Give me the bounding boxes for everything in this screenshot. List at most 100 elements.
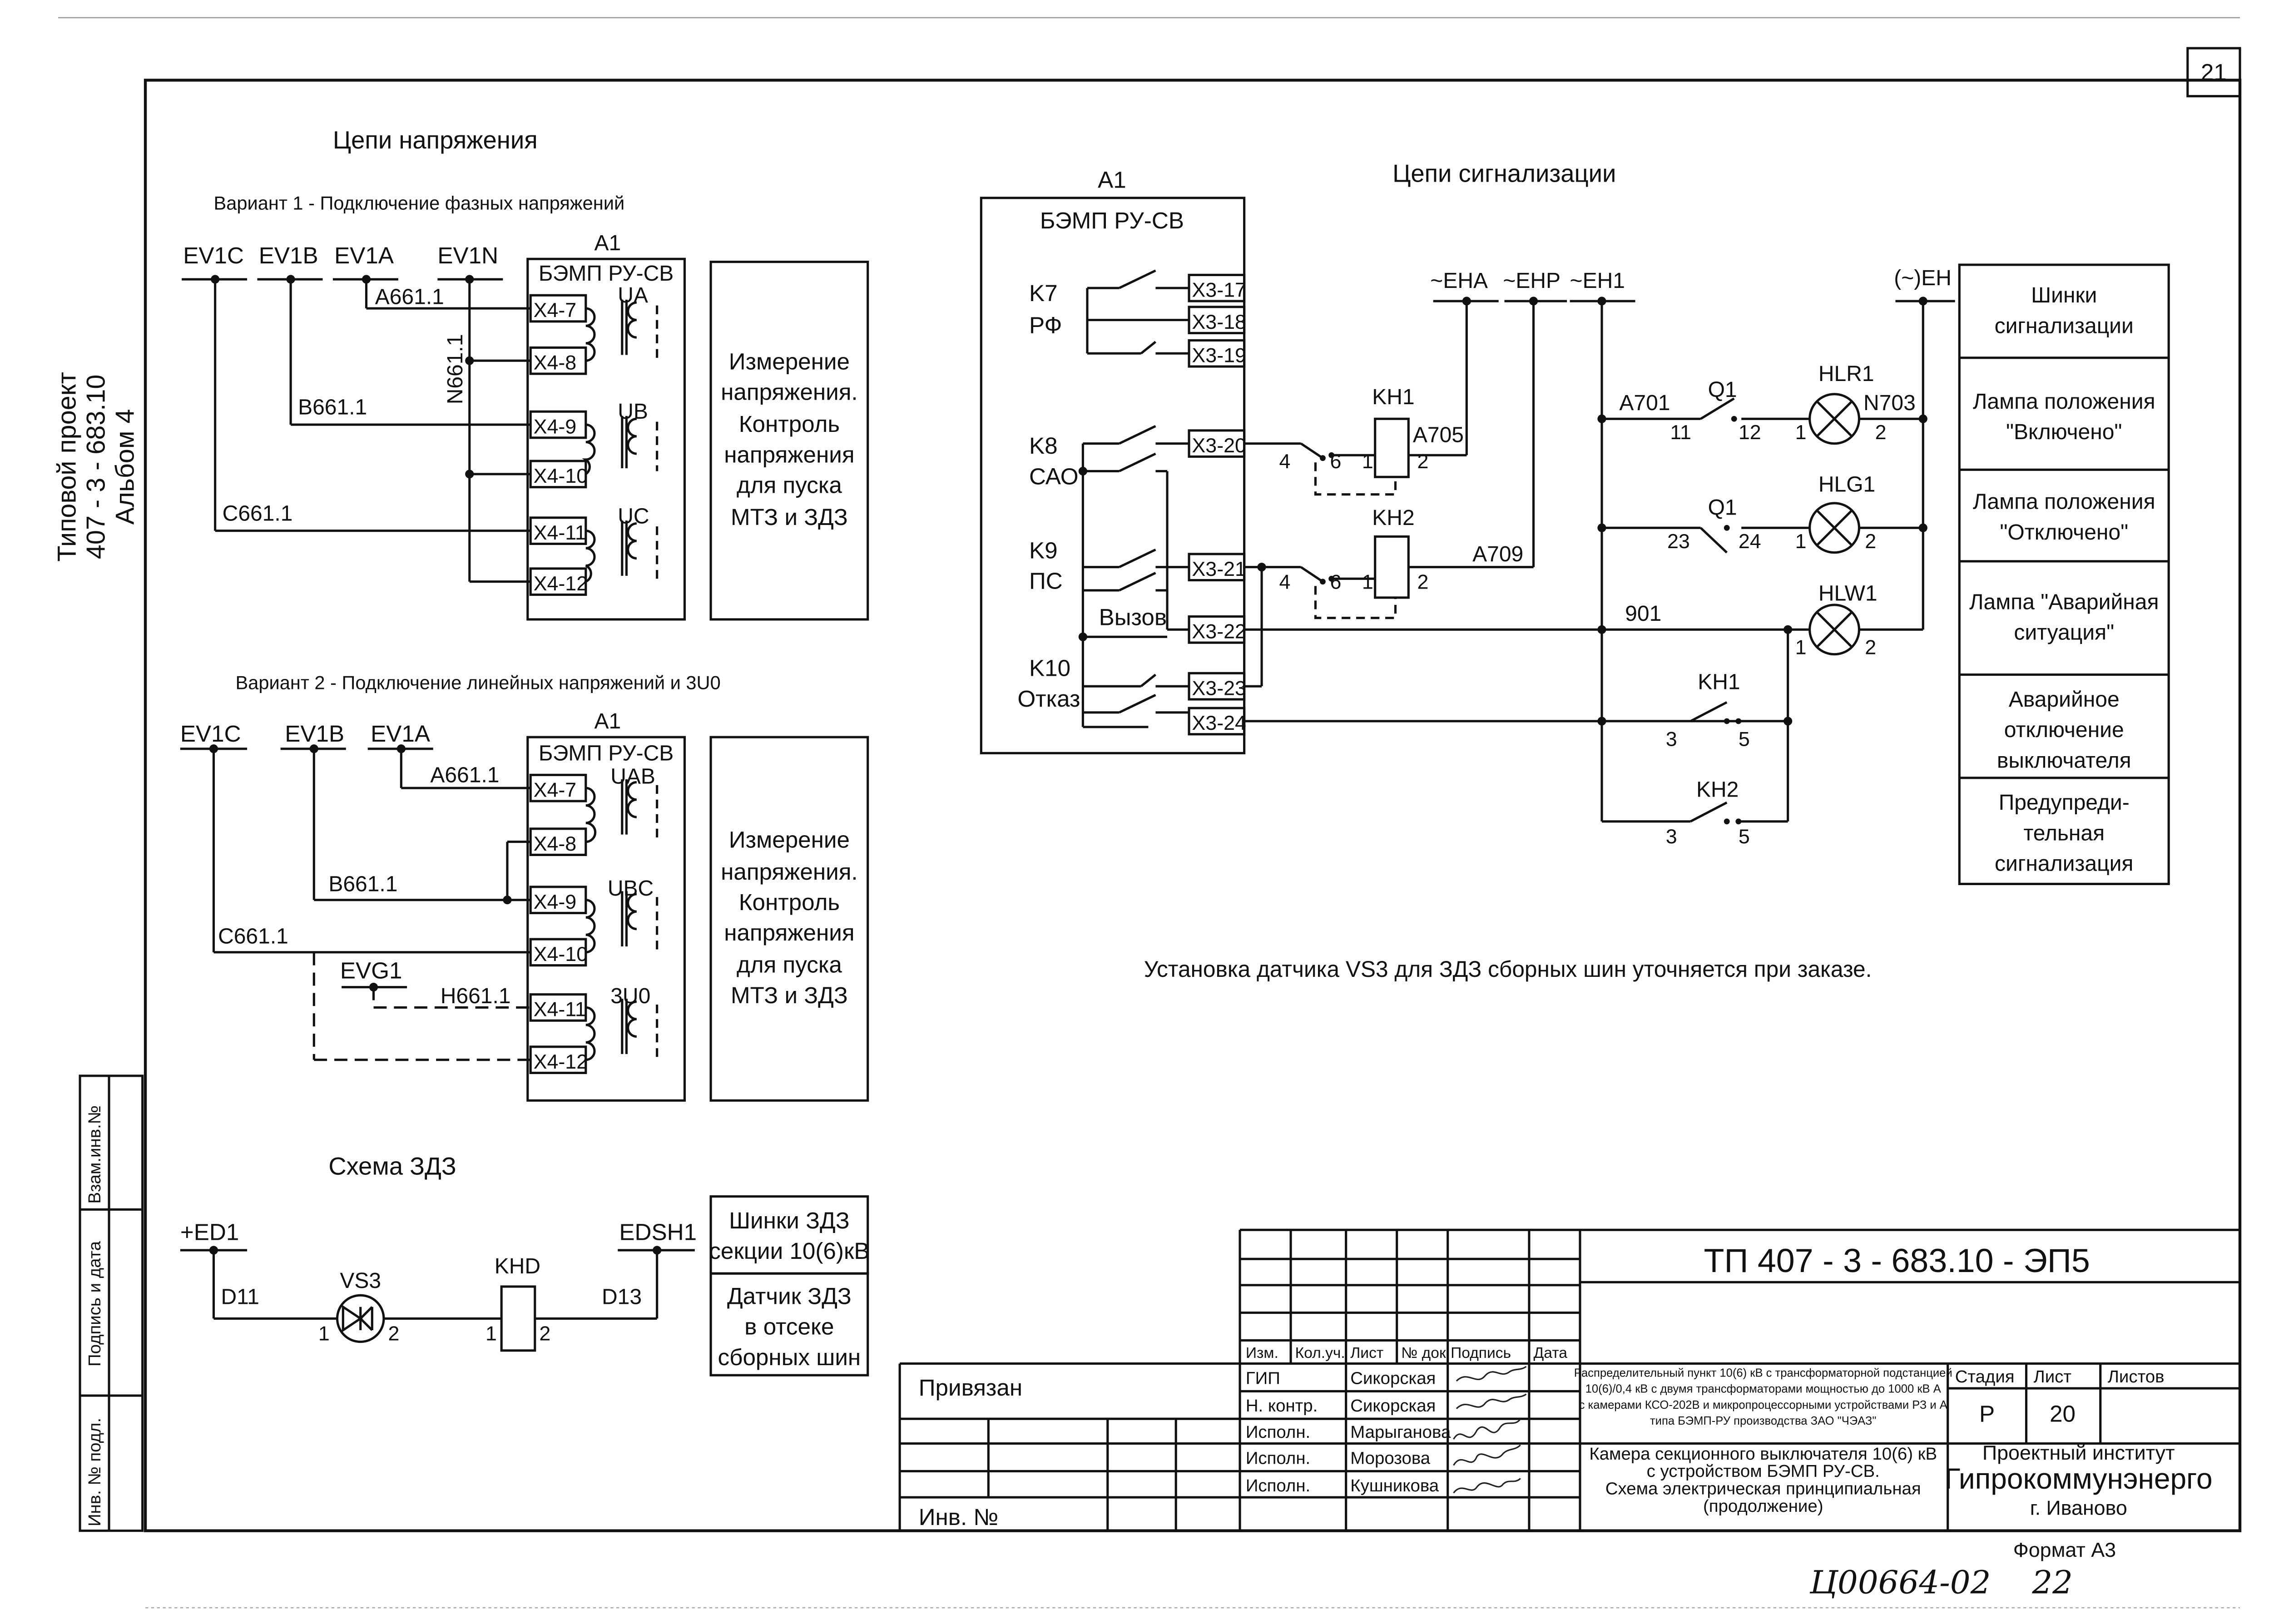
terminal: X4-11 — [534, 521, 586, 544]
pin: 24 — [1739, 530, 1761, 553]
pin: 1 — [1795, 530, 1807, 553]
pin: 2 — [1865, 530, 1876, 553]
signal-title: Цепи сигнализации — [1392, 160, 1616, 188]
wire-h661: H661.1 — [441, 984, 511, 1008]
handwritten-num: 22 — [2031, 1564, 2073, 1601]
purpose-line: для пуска — [737, 472, 842, 498]
name: Морозова — [1350, 1448, 1431, 1468]
variant2-caption: Вариант 2 - Подключение линейных напряже… — [235, 672, 720, 693]
org-city: г. Иваново — [2030, 1496, 2127, 1519]
bus-ed1: +ED1 — [180, 1219, 239, 1245]
pin: 11 — [1670, 421, 1691, 444]
legend-line: отключение — [2004, 718, 2124, 742]
terminal: X4-7 — [534, 778, 577, 801]
title-block-grid — [898, 1228, 2240, 1531]
breaker-q1: Q1 — [1708, 378, 1737, 402]
bus-ev1a: EV1A — [371, 721, 431, 747]
sheet-value: 20 — [2050, 1401, 2076, 1427]
device-ref-v1: A1 — [594, 231, 621, 255]
voltage-title: Цепи напряжения — [333, 126, 538, 154]
binding-inv: Инв. № — [919, 1504, 999, 1530]
name: Сикорская — [1350, 1396, 1436, 1416]
role: Исполн. — [1246, 1422, 1310, 1442]
project-desc: типа БЭМП-РУ производства ЗАО "ЧЭАЗ" — [1650, 1415, 1877, 1427]
contact-k8: K8 — [1029, 433, 1058, 459]
device-ref-v2: A1 — [594, 709, 621, 733]
sheet-desc: Камера секционного выключателя 10(6) кВ — [1589, 1444, 1937, 1464]
handwritten-code: Ц00664-02 — [1809, 1564, 1991, 1601]
role: Н. контр. — [1246, 1396, 1318, 1416]
zdz-box1-line: Шинки ЗДЗ — [729, 1208, 850, 1233]
pin: 3 — [1666, 728, 1677, 750]
purpose-line: напряжения — [724, 920, 854, 946]
legend-line: "Включено" — [2006, 420, 2122, 444]
lamp-hlw1: HLW1 — [1818, 581, 1878, 605]
bus-ev1a: EV1A — [334, 243, 394, 268]
pin: 4 — [1279, 450, 1290, 473]
bus-edsh1: EDSH1 — [619, 1219, 697, 1245]
binding-label: Привязан — [919, 1375, 1022, 1401]
purpose-line: Контроль — [739, 411, 840, 437]
drawing-code: ТП 407 - 3 - 683.10 - ЭП5 — [1704, 1242, 2090, 1279]
pin: 2 — [1417, 450, 1428, 473]
legend-line: Шинки — [2031, 283, 2097, 307]
purpose-line: МТЗ и ЗДЗ — [731, 504, 848, 530]
pin: 2 — [539, 1322, 550, 1345]
side-title-line2: 407 - 3 - 683.10 — [81, 375, 110, 559]
org-name: Гипрокоммунэнерго — [1945, 1462, 2213, 1495]
terminal: X4-8 — [534, 832, 577, 855]
terminal: X3-17 — [1192, 278, 1246, 301]
signatures — [1453, 1366, 1527, 1494]
page-number: 21 — [2201, 59, 2227, 85]
legend-line: ситуация" — [2014, 621, 2114, 645]
name: Сикорская — [1350, 1368, 1436, 1388]
contact-k9: K9 — [1029, 538, 1058, 564]
legend-line: тельная — [2023, 821, 2105, 845]
header-cell: Лист — [1350, 1345, 1383, 1362]
bus-eh: (~)EH — [1894, 266, 1952, 290]
legend-line: "Отключено" — [2000, 520, 2128, 545]
wire-n703: N703 — [1863, 391, 1916, 415]
name: Марыганова — [1350, 1422, 1451, 1442]
bus-ev1b: EV1B — [259, 243, 318, 268]
relay-kh1: KH1 — [1372, 385, 1414, 409]
purpose-line: Измерение — [729, 827, 850, 852]
wire-a705: A705 — [1413, 423, 1464, 447]
bus-ev1n: EV1N — [437, 243, 498, 268]
role: Исполн. — [1246, 1448, 1310, 1468]
breaker-q1: Q1 — [1708, 495, 1737, 520]
bus-evg1: EVG1 — [340, 957, 402, 983]
terminal: X4-9 — [534, 415, 577, 438]
bus-ehp: ~EHP — [1503, 269, 1561, 293]
coil-label: UC — [618, 505, 649, 529]
header-cell: Подпись — [1451, 1345, 1511, 1362]
lamp-hlg1: HLG1 — [1818, 472, 1875, 496]
legend-line: Лампа положения — [1973, 490, 2155, 514]
sheet-desc: (продолжение) — [1703, 1496, 1823, 1516]
bus-ev1b: EV1B — [285, 721, 344, 747]
pin: 5 — [1739, 825, 1750, 848]
wire-a709: A709 — [1472, 542, 1523, 566]
wire-901: 901 — [1625, 602, 1661, 626]
zdz-box2-line: сборных шин — [718, 1344, 861, 1370]
pin: 1 — [1795, 636, 1807, 659]
bus-ev1c: EV1C — [180, 721, 241, 747]
legend-line: Предупреди- — [1999, 791, 2130, 815]
relay-label: KHD — [495, 1254, 540, 1278]
variant1-caption: Вариант 1 - Подключение фазных напряжени… — [213, 192, 624, 213]
pin: 1 — [1362, 450, 1373, 473]
pin: 2 — [388, 1322, 400, 1345]
variant1-wiring — [182, 257, 869, 621]
signal-legend: Шинки сигнализации Лампа положения "Вклю… — [1969, 283, 2159, 876]
zdz-title: Схема ЗДЗ — [328, 1153, 456, 1180]
sheet-desc: Схема электрическая принципиальная — [1605, 1479, 1921, 1499]
coil-label: UBC — [608, 876, 654, 901]
legend-line: Аварийное — [2009, 688, 2120, 712]
purpose-line: напряжения. — [721, 859, 858, 885]
purpose-line: напряжения. — [721, 379, 858, 405]
zdz-box1-line: секции 10(6)кВ — [709, 1238, 869, 1264]
wire-a701: A701 — [1619, 391, 1670, 415]
side-title-line3: Альбом 4 — [110, 409, 139, 525]
wire-n661: N661.1 — [443, 334, 467, 404]
